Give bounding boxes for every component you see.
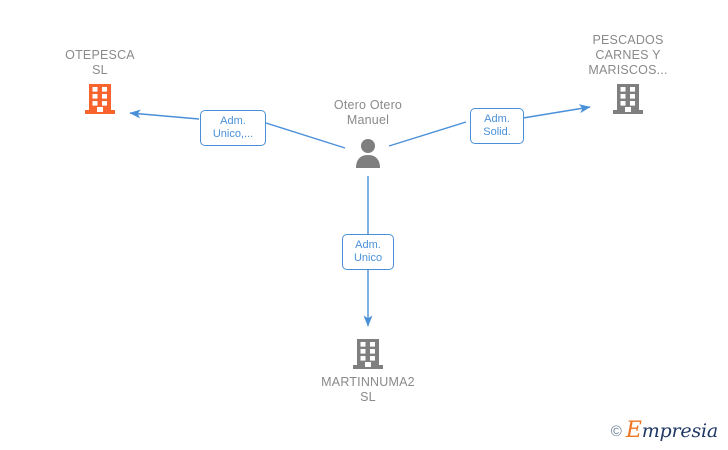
building-icon [353,339,383,369]
node-pescados[interactable]: PESCADOS CARNES Y MARISCOS... [563,33,693,116]
edge-line-otepesca [129,109,346,149]
edge-label-martinnuma2[interactable]: Adm. Unico [342,234,394,270]
brand-wordmark: Empresia [626,420,718,442]
brand-rest: mpresia [641,420,718,442]
building-icon [85,84,115,114]
node-pescados-label: PESCADOS CARNES Y MARISCOS... [588,33,668,77]
node-person-label: Otero Otero Manuel [333,98,403,127]
node-otepesca-label: OTEPESCA SL [65,48,135,77]
copyright-icon: © [610,422,622,440]
edge-line-pescados [388,104,591,147]
node-otepesca[interactable]: OTEPESCA SL [35,48,165,116]
person-icon [356,139,380,168]
edge-label-otepesca[interactable]: Adm. Unico,... [200,110,266,146]
brand-initial: E [625,418,642,443]
building-icon [613,84,643,114]
edge-label-pescados[interactable]: Adm. Solid. [470,108,524,144]
watermark-empresia: © Empresia [611,420,718,442]
node-martinnuma2[interactable]: MARTINNUMA2 SL [303,337,433,405]
node-person-otero-otero-manuel[interactable]: Otero Otero Manuel [303,98,433,169]
node-martinnuma2-label: MARTINNUMA2 SL [321,375,415,404]
